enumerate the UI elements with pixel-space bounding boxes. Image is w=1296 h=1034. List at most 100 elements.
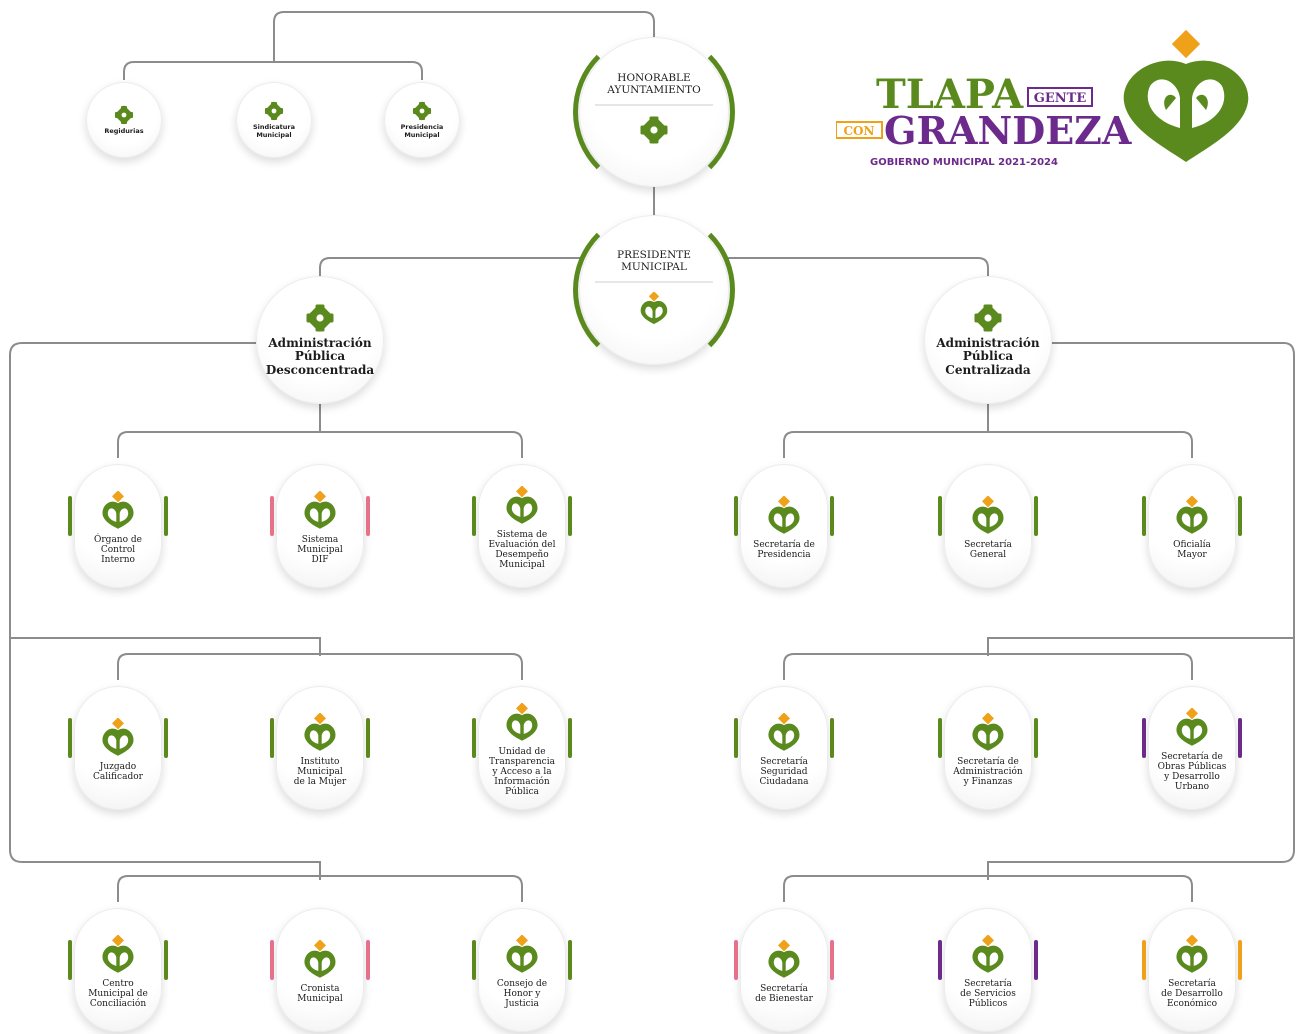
department-node[interactable]: Secretaría de Administración y Finanzas [938, 686, 1038, 810]
department-node[interactable]: Secretaría de Servicios Públicos [938, 908, 1038, 1032]
department-node[interactable]: Unidad de Transparencia y Acceso a la In… [472, 686, 572, 810]
accent-bar [472, 718, 476, 758]
leaf-emblem-icon [506, 485, 538, 524]
ayuntamiento-node[interactable]: HONORABLE AYUNTAMIENTO [573, 31, 735, 193]
department-label: Oficialía Mayor [1173, 539, 1211, 560]
accent-bar [830, 940, 834, 980]
accent-bar [1034, 496, 1038, 536]
department-label: Secretaría de Bienestar [755, 983, 813, 1004]
accent-bar [734, 718, 738, 758]
municipal-seal-icon [974, 304, 1002, 332]
accent-bar [164, 718, 168, 758]
municipal-seal-icon [264, 102, 284, 121]
accent-bar [734, 940, 738, 980]
logo-gobierno-text: GOBIERNO MUNICIPAL 2021-2024 [870, 157, 1058, 168]
accent-bar [938, 496, 942, 536]
logo-tlapa-text: TLAPA [876, 71, 1024, 118]
leaf-emblem-icon [304, 712, 336, 751]
accent-bar [938, 940, 942, 980]
leaf-emblem-icon [768, 495, 800, 534]
logo-con-text: CON [844, 124, 875, 138]
leaf-emblem-icon [506, 934, 538, 973]
presidencia-node[interactable]: Presidencia Municipal [384, 82, 460, 158]
accent-bar [1238, 496, 1242, 536]
sindicatura-node[interactable]: Sindicatura Municipal [236, 82, 312, 158]
accent-bar [68, 940, 72, 980]
department-label: Secretaría de Presidencia [753, 539, 815, 560]
leaf-emblem-icon [972, 495, 1004, 534]
department-node[interactable]: Instituto Municipal de la Mujer [270, 686, 370, 810]
accent-bar [472, 496, 476, 536]
leaf-emblem-icon [506, 702, 538, 741]
department-label: Cronista Municipal [297, 983, 343, 1004]
department-label: Secretaría de Obras Públicas y Desarroll… [1157, 751, 1227, 793]
department-label: Sistema de Evaluación del Desempeño Muni… [488, 529, 556, 571]
leaf-emblem-icon [972, 712, 1004, 751]
admin-centralizada-node[interactable]: Administración Pública Centralizada [924, 276, 1052, 404]
department-node[interactable]: Juzgado Calificador [68, 686, 168, 810]
department-label: Juzgado Calificador [93, 761, 143, 782]
admin-centralizada-label: Administración Pública Centralizada [936, 335, 1040, 377]
accent-bar [366, 718, 370, 758]
department-node[interactable]: Secretaría de Obras Públicas y Desarroll… [1142, 686, 1242, 810]
department-node[interactable]: Órgano de Control Interno [68, 464, 168, 588]
municipal-seal-icon [306, 304, 334, 332]
accent-bar [938, 718, 942, 758]
logo-grandeza-text: GRANDEZA [884, 108, 1132, 153]
department-node[interactable]: Consejo de Honor y Justicia [472, 908, 572, 1032]
accent-bar [1238, 940, 1242, 980]
logo-gente-text: GENTE [1034, 91, 1087, 106]
admin-desconcentrada-label: Administración Pública Desconcentrada [265, 335, 375, 377]
accent-bar [1142, 718, 1146, 758]
leaf-emblem-icon [304, 490, 336, 529]
leaf-emblem-icon [102, 717, 134, 756]
accent-bar [1034, 718, 1038, 758]
department-node[interactable]: Oficialía Mayor [1142, 464, 1242, 588]
department-node[interactable]: Secretaría de Desarrollo Económico [1142, 908, 1242, 1032]
department-node[interactable]: Cronista Municipal [270, 908, 370, 1032]
municipal-logo: TLAPA GENTE CON GRANDEZA GOBIERNO MUNICI… [835, 29, 1256, 176]
regidurias-label: Regidurias [104, 126, 144, 135]
accent-bar [1142, 496, 1146, 536]
department-label: Secretaría Seguridad Ciudadana [759, 756, 809, 788]
accent-bar [164, 496, 168, 536]
accent-bar [270, 496, 274, 536]
department-node[interactable]: Secretaría de Bienestar [734, 908, 834, 1032]
leaf-emblem-icon [768, 939, 800, 978]
leaf-emblem-icon [102, 934, 134, 973]
department-label: Unidad de Transparencia y Acceso a la In… [489, 746, 555, 798]
accent-bar [270, 718, 274, 758]
department-node[interactable]: Sistema Municipal DIF [270, 464, 370, 588]
department-node[interactable]: Secretaría de Presidencia [734, 464, 834, 588]
leaf-emblem-icon [972, 934, 1004, 973]
accent-bar [366, 496, 370, 536]
admin-desconcentrada-node[interactable]: Administración Pública Desconcentrada [256, 276, 384, 404]
accent-bar [472, 940, 476, 980]
department-label: Secretaría de Servicios Públicos [960, 978, 1016, 1010]
presidente-node[interactable]: PRESIDENTE MUNICIPAL [573, 209, 735, 371]
regidurias-node[interactable]: Regidurias [86, 82, 162, 158]
leaf-emblem-icon [304, 939, 336, 978]
leaf-emblem-icon [1176, 934, 1208, 973]
department-node[interactable]: Centro Municipal de Conciliación [68, 908, 168, 1032]
municipal-seal-icon [412, 102, 432, 121]
accent-bar [830, 718, 834, 758]
department-label: Secretaría General [964, 539, 1012, 560]
accent-bar [270, 940, 274, 980]
department-node[interactable]: Secretaría Seguridad Ciudadana [734, 686, 834, 810]
accent-bar [734, 496, 738, 536]
leaf-emblem-icon [1176, 707, 1208, 746]
accent-bar [164, 940, 168, 980]
accent-bar [568, 940, 572, 980]
accent-bar [68, 496, 72, 536]
accent-bar [1238, 718, 1242, 758]
leaf-emblem-icon [768, 712, 800, 751]
department-node[interactable]: Secretaría General [938, 464, 1038, 588]
accent-bar [830, 496, 834, 536]
accent-bar [1142, 940, 1146, 980]
department-label: Secretaría de Desarrollo Económico [1161, 978, 1223, 1010]
department-label: Centro Municipal de Conciliación [88, 978, 148, 1010]
department-label: Instituto Municipal de la Mujer [293, 756, 347, 788]
department-node[interactable]: Sistema de Evaluación del Desempeño Muni… [472, 464, 572, 588]
